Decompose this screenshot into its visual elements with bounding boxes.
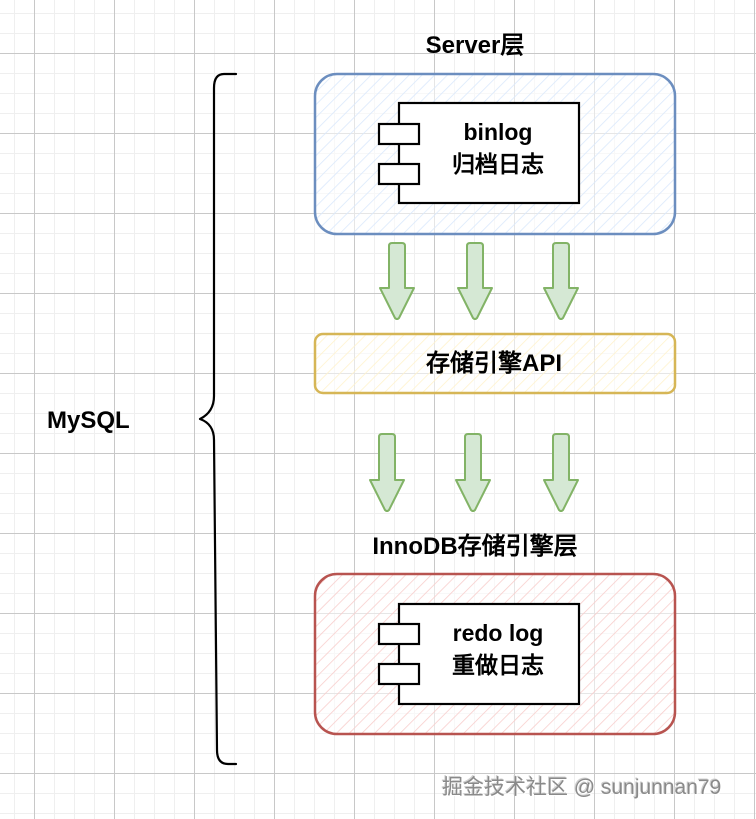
- storage-engine-api-label: 存储引擎API: [425, 350, 563, 377]
- binlog-component[interactable]: [377, 101, 581, 205]
- down-arrow-icon: [543, 433, 579, 512]
- mysql-brace: [198, 72, 238, 766]
- down-arrow-icon: [369, 433, 405, 512]
- component-tab-bottom: [377, 162, 421, 186]
- redo-log-component-label: redo log 重做日志: [452, 617, 544, 681]
- component-body: [397, 602, 581, 706]
- component-tab-top: [377, 622, 421, 646]
- arrows-api-to-innodb: [369, 433, 579, 512]
- redo-log-description: 重做日志: [452, 652, 544, 678]
- component-tab-bottom: [377, 662, 421, 686]
- binlog-description: 归档日志: [452, 151, 544, 177]
- watermark: 掘金技术社区 @ sunjunnan79: [442, 776, 722, 799]
- redo-log-component[interactable]: [377, 602, 581, 706]
- down-arrow-icon: [379, 242, 415, 320]
- component-tab-top: [377, 122, 421, 146]
- down-arrow-icon: [455, 433, 491, 512]
- component-body: [397, 101, 581, 205]
- down-arrow-icon: [457, 242, 493, 320]
- mysql-label: MySQL: [47, 407, 130, 434]
- innodb-layer-title: InnoDB存储引擎层: [372, 533, 578, 560]
- arrows-server-to-api: [379, 242, 579, 320]
- binlog-component-label: binlog 归档日志: [452, 116, 544, 180]
- server-layer-title: Server层: [425, 32, 525, 59]
- redo-log-name: redo log: [452, 620, 544, 646]
- down-arrow-icon: [543, 242, 579, 320]
- binlog-name: binlog: [463, 119, 533, 145]
- storage-engine-api-box[interactable]: [313, 332, 677, 395]
